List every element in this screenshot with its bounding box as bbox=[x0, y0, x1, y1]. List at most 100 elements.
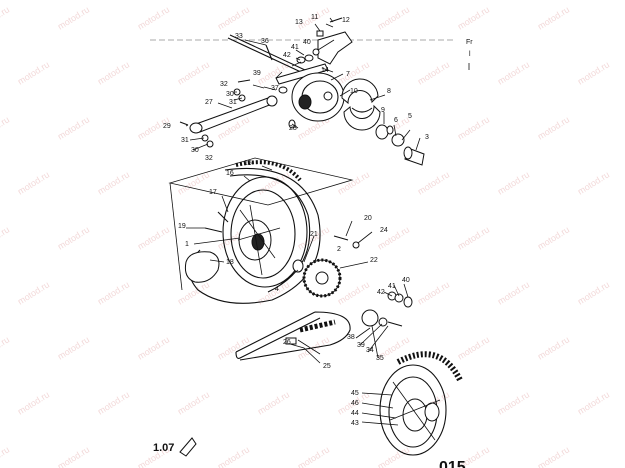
valve-19 bbox=[204, 227, 223, 233]
callout-42a: 42 bbox=[283, 52, 291, 59]
corner-mark-bottom: l bbox=[469, 51, 471, 58]
brake-arm-bracket bbox=[317, 31, 353, 65]
watermark-text: motod.ru bbox=[256, 389, 291, 416]
nut-24 bbox=[352, 241, 360, 249]
bolt-22 bbox=[333, 235, 349, 241]
watermark-text: motod.ru bbox=[536, 114, 571, 141]
watermark-text: motod.ru bbox=[576, 59, 611, 86]
watermark-text: motod.ru bbox=[0, 114, 11, 141]
callout-45: 45 bbox=[351, 390, 359, 397]
callout-31b: 31 bbox=[181, 137, 189, 144]
callout-21: 21 bbox=[310, 231, 318, 238]
washer-40b bbox=[403, 296, 413, 308]
link-37 bbox=[278, 86, 288, 94]
callout-12: 12 bbox=[342, 17, 350, 24]
inset-rim bbox=[379, 364, 447, 456]
callout-1: 1 bbox=[185, 241, 189, 248]
inset-wheel bbox=[379, 351, 463, 456]
watermark-text: motod.ru bbox=[456, 4, 491, 31]
seal-9 bbox=[386, 125, 394, 135]
watermark-text: motod.ru bbox=[16, 59, 51, 86]
callout-26: 26 bbox=[283, 339, 291, 346]
inset-hub bbox=[402, 398, 428, 432]
footer-left-code: 1.07 bbox=[153, 442, 174, 454]
watermark-text: motod.ru bbox=[456, 224, 491, 251]
callout-39b: 39 bbox=[357, 342, 365, 349]
watermark-text: motod.ru bbox=[216, 444, 251, 468]
watermark-text: motod.ru bbox=[376, 444, 411, 468]
rim bbox=[222, 176, 308, 288]
watermark-text: motod.ru bbox=[16, 279, 51, 306]
callout-29: 29 bbox=[163, 123, 171, 130]
watermark-text: motod.ru bbox=[56, 444, 91, 468]
watermark-text: motod.ru bbox=[96, 389, 131, 416]
callout-46: 46 bbox=[351, 400, 359, 407]
hub-axle-hole bbox=[251, 233, 265, 251]
watermark-text: motod.ru bbox=[296, 444, 331, 468]
callout-41a: 41 bbox=[291, 44, 299, 51]
assembly-frame-left bbox=[169, 182, 183, 291]
watermark-text: motod.ru bbox=[336, 279, 371, 306]
assembly-frame-top bbox=[168, 157, 354, 206]
chain-links bbox=[299, 319, 336, 333]
wheel-spokes bbox=[237, 204, 281, 276]
corner-mark-top: Fr bbox=[466, 39, 473, 46]
watermark-text: motod.ru bbox=[176, 389, 211, 416]
adjuster-34 bbox=[361, 309, 379, 327]
callout-20: 22 bbox=[370, 257, 378, 264]
watermark-text: motod.ru bbox=[576, 169, 611, 196]
tyre-outer bbox=[188, 167, 321, 304]
callout-30a: 30 bbox=[226, 91, 234, 98]
watermark-text: motod.ru bbox=[376, 4, 411, 31]
callout-33: 33 bbox=[235, 33, 243, 40]
valve-17 bbox=[217, 211, 229, 223]
brake-shoe-bottom bbox=[343, 104, 381, 131]
callout-labels: 33 36 13 11 12 40 41 42 39 14 7 37 10 8 … bbox=[163, 14, 429, 427]
washer-41 bbox=[304, 54, 314, 62]
watermark-text: motod.ru bbox=[216, 4, 251, 31]
callout-41b: 41 bbox=[388, 283, 396, 290]
callout-38: 38 bbox=[347, 334, 355, 341]
footer-arrow-icon bbox=[179, 437, 197, 457]
callout-25: 25 bbox=[323, 363, 331, 370]
callout-19: 19 bbox=[178, 223, 186, 230]
watermark-text: motod.ru bbox=[16, 389, 51, 416]
watermark-text: motod.ru bbox=[256, 59, 291, 86]
watermark-text: motod.ru bbox=[136, 334, 171, 361]
sprocket-teeth bbox=[302, 258, 342, 298]
watermark-text: motod.ru bbox=[456, 334, 491, 361]
callout-32a: 32 bbox=[220, 81, 228, 88]
watermark-text: motod.ru bbox=[176, 169, 211, 196]
bearing-6 bbox=[375, 124, 389, 140]
watermark-text: motod.ru bbox=[216, 334, 251, 361]
callout-5: 5 bbox=[408, 113, 412, 120]
inset-spokes bbox=[389, 381, 441, 441]
leader-lines bbox=[185, 17, 421, 426]
watermark-text: motod.ru bbox=[416, 279, 451, 306]
callout-40b: 40 bbox=[402, 277, 410, 284]
callout-24: 24 bbox=[380, 227, 388, 234]
inset-sprocket bbox=[424, 402, 440, 422]
watermark-text: motod.ru bbox=[176, 59, 211, 86]
brake-cam bbox=[298, 94, 312, 110]
watermark-text: motod.ru bbox=[496, 389, 531, 416]
callout-28: 28 bbox=[289, 125, 297, 132]
watermark-text: motod.ru bbox=[136, 4, 171, 31]
callout-40a: 40 bbox=[303, 39, 311, 46]
watermark-text: motod.ru bbox=[576, 389, 611, 416]
callout-39a: 39 bbox=[253, 70, 261, 77]
callout-43: 43 bbox=[351, 420, 359, 427]
bolt-38 bbox=[387, 321, 403, 327]
callout-2: 2 bbox=[337, 246, 341, 253]
brake-shoe-top bbox=[341, 78, 379, 105]
nut-13 bbox=[316, 30, 324, 37]
pin-32a bbox=[237, 79, 251, 83]
callout-3: 3 bbox=[425, 134, 429, 141]
brake-panel bbox=[291, 72, 345, 122]
callout-35: 35 bbox=[376, 355, 384, 362]
watermark-text: motod.ru bbox=[536, 224, 571, 251]
watermark-text: motod.ru bbox=[16, 169, 51, 196]
callout-42b: 42 bbox=[377, 289, 385, 296]
rim-inner bbox=[230, 189, 296, 279]
